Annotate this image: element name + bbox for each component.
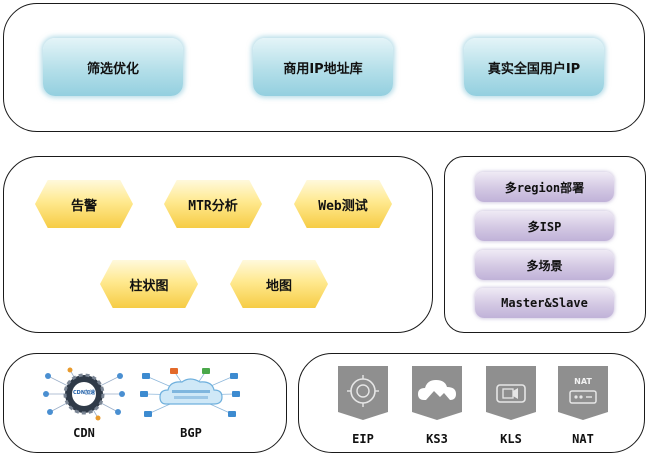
- bar-chart-hex: 柱状图: [100, 260, 198, 308]
- commercial-ip-db-box: 商用IP地址库: [253, 38, 393, 96]
- filter-optimize-box: 筛选优化: [43, 38, 183, 96]
- web-test-hex: Web测试: [294, 180, 392, 228]
- mtr-analysis-hex: MTR分析: [164, 180, 262, 228]
- ks3-cloud-icon: [412, 366, 462, 420]
- real-user-ip-box: 真实全国用户IP: [464, 38, 604, 96]
- nat-label: NAT: [572, 432, 594, 446]
- multi-isp-pill: 多ISP: [475, 211, 614, 241]
- bgp-cloud-icon: [140, 368, 240, 422]
- ks3-label: KS3: [426, 432, 448, 446]
- alert-hex: 告警: [35, 180, 133, 228]
- cdn-diagram-icon: CDN加速: [40, 366, 128, 422]
- bgp-label: BGP: [180, 426, 202, 440]
- nat-icon-text: NAT: [574, 377, 592, 386]
- kls-video-icon: [486, 366, 536, 420]
- nat-gateway-icon: NAT: [558, 366, 608, 420]
- multi-region-pill: 多region部署: [475, 172, 614, 202]
- cdn-label: CDN: [73, 426, 95, 440]
- kls-label: KLS: [500, 432, 522, 446]
- eip-icon: [338, 366, 388, 420]
- map-hex: 地图: [230, 260, 328, 308]
- eip-label: EIP: [352, 432, 374, 446]
- multi-scenario-pill: 多场景: [475, 250, 614, 280]
- network-panel: [3, 353, 287, 453]
- cdn-logo-text: CDN加速: [73, 390, 96, 396]
- master-slave-pill: Master&Slave: [475, 288, 614, 318]
